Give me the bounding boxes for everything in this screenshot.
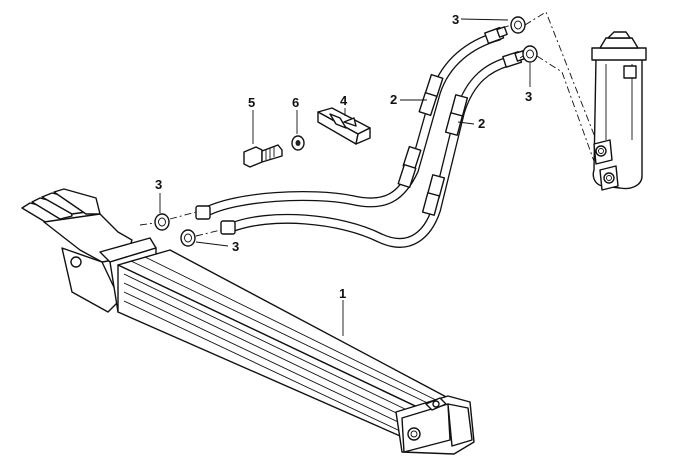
callout-washer-small: 6 [292,95,299,110]
oil-reservoir [591,31,647,191]
sealing-washer-left-lower [180,229,196,247]
callout-clamp: 4 [340,93,348,108]
oil-hose-outer [195,26,508,220]
callout-cooler: 1 [339,286,346,301]
oil-hose-inner [220,50,526,248]
sealing-washer-top-right [522,45,538,63]
callout-washer-top-left: 3 [452,12,459,27]
callout-washer-left-lower: 3 [232,239,239,254]
sealing-washer-top-left [510,16,526,34]
callout-washer-left-upper: 3 [155,177,162,192]
sealing-washer-left-upper [154,213,170,231]
oil-cooler [21,188,475,455]
callout-hose-b: 2 [478,116,485,131]
callout-bolt: 5 [248,95,255,110]
callout-hose-a: 2 [390,92,397,107]
hose-clamp [317,107,371,145]
callout-numbers: 1 2 2 3 3 3 3 4 5 6 [155,12,532,301]
leader-lines [159,18,531,336]
alignment-lines [139,11,601,237]
washer-small [291,135,305,151]
callout-washer-top-right: 3 [525,89,532,104]
bolt [243,144,283,168]
